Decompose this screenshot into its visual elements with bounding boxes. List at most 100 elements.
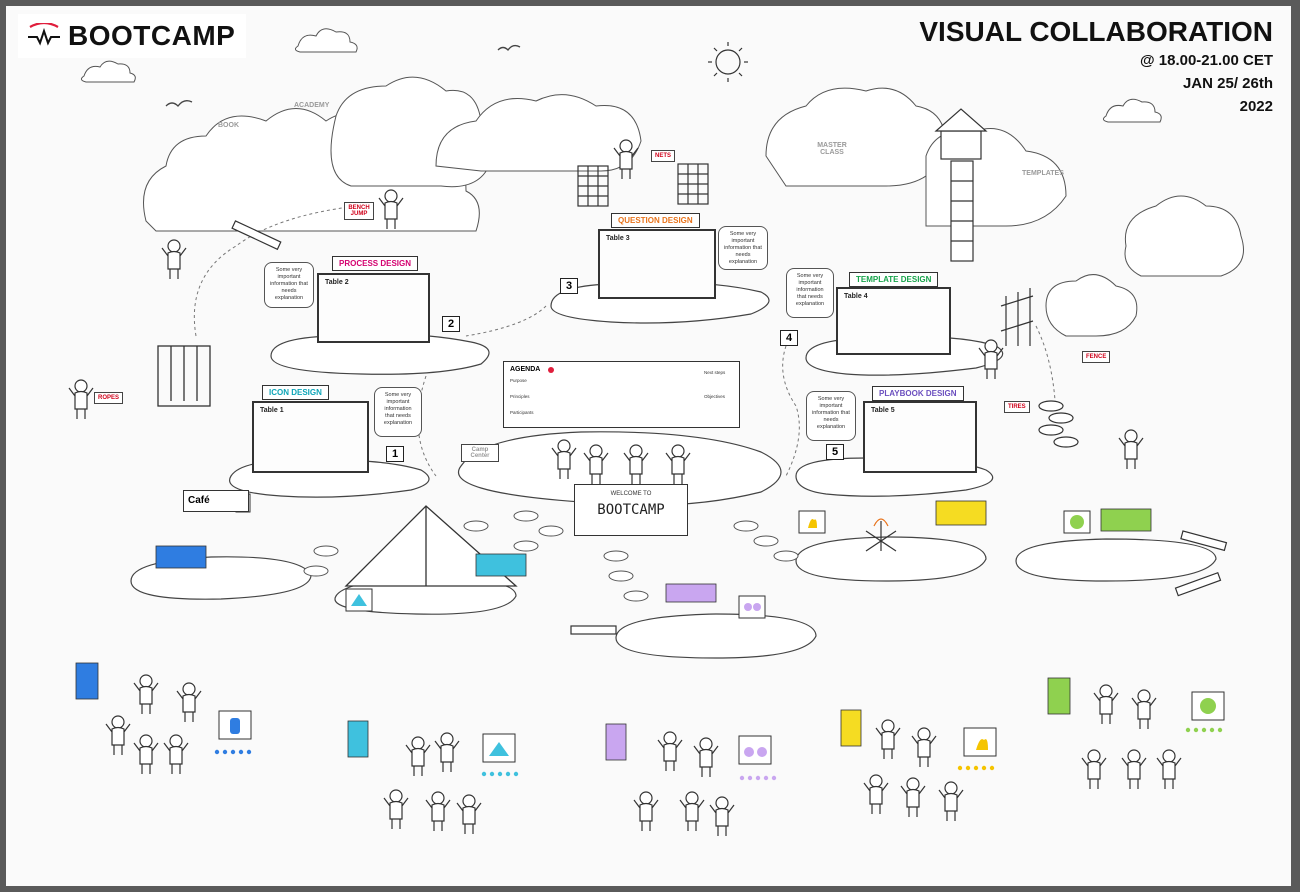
person-figure [900, 777, 926, 817]
whiteboard-canvas[interactable]: BOOTCAMP VISUAL COLLABORATION @ 18.00-21… [6, 6, 1291, 886]
tent-icon [344, 505, 518, 587]
agenda-item: Objectives [704, 394, 726, 399]
area-templates: TEMPLATES [1022, 170, 1064, 177]
insight-board-cyan [347, 720, 369, 758]
person-figure [456, 794, 482, 834]
person-figure [176, 682, 202, 722]
sign-bench-jump: BENCH JUMP [344, 202, 374, 220]
person-figure [133, 674, 159, 714]
sign-fence: FENCE [1082, 351, 1111, 363]
person-figure [405, 736, 431, 776]
person-figure [623, 444, 649, 484]
event-year: 2022 [1239, 98, 1273, 115]
info-bubble: Some very important information that nee… [374, 387, 422, 437]
sign-camp-center: Camp Center [461, 444, 499, 462]
person-figure [551, 439, 577, 479]
tag-playbook-design: PLAYBOOK DESIGN [872, 386, 964, 401]
person-figure [613, 139, 639, 179]
welcome-sign: WELCOME TO BOOTCAMP [574, 484, 688, 536]
tent-icon [489, 742, 509, 756]
welcome-big-text: BOOTCAMP [597, 502, 665, 518]
tag-template-design: TEMPLATE DESIGN [849, 272, 939, 287]
agenda-item: Participants [510, 410, 534, 415]
person-figure [383, 789, 409, 829]
cloud-icon [1102, 98, 1162, 123]
person-figure [161, 239, 187, 279]
person-figure [709, 796, 735, 836]
event-time: @ 18.00-21.00 CET [1139, 52, 1273, 69]
person-figure [679, 791, 705, 831]
table-label: Table 5 [871, 407, 895, 414]
cloud-icon [80, 60, 136, 83]
person-figure [68, 379, 94, 419]
info-bubble: Some very important information that nee… [264, 262, 314, 308]
person-figure [978, 339, 1004, 379]
table-3-board[interactable]: Table 3 [598, 229, 716, 299]
person-figure [1093, 684, 1119, 724]
table-label: Table 3 [606, 235, 630, 242]
table-label: Table 2 [325, 279, 349, 286]
person-figure [1121, 749, 1147, 789]
insight-board-purple [605, 723, 627, 761]
agenda-dot [548, 367, 554, 373]
sign-nets: NETS [651, 150, 676, 162]
water-bottle-icon [230, 718, 240, 734]
event-date: JAN 25/ 26th [1182, 75, 1273, 92]
table-5-board[interactable]: Table 5 [863, 401, 977, 473]
sign-ropes: ROPES [94, 392, 124, 404]
info-bubble: Some very important information that nee… [806, 391, 856, 441]
person-figure [434, 732, 460, 772]
person-figure [938, 781, 964, 821]
insight-board-blue [75, 662, 99, 700]
person-figure [1156, 749, 1182, 789]
info-bubble: Some very important information that nee… [718, 226, 768, 270]
event-info: VISUAL COLLABORATION @ 18.00-21.00 CET J… [919, 16, 1273, 115]
person-figure [657, 731, 683, 771]
table-1-board[interactable]: Table 1 [252, 401, 369, 473]
table-number-sign: 5 [826, 444, 844, 460]
person-figure [911, 727, 937, 767]
person-figure [1118, 429, 1144, 469]
agenda-title: AGENDA [510, 366, 541, 373]
table-number-sign: 3 [560, 278, 578, 294]
table-label: Table 1 [260, 407, 284, 414]
person-figure [378, 189, 404, 229]
tag-process-design: PROCESS DESIGN [332, 256, 419, 271]
agenda-item: Purpose [510, 378, 527, 383]
area-academy: ACADEMY [294, 102, 330, 109]
table-number-sign: 4 [780, 330, 798, 346]
welcome-small-text: WELCOME TO [610, 491, 652, 497]
person-figure [1081, 749, 1107, 789]
person-figure [1131, 689, 1157, 729]
person-figure [163, 734, 189, 774]
person-figure [105, 715, 131, 755]
bird-icon [497, 44, 521, 52]
tag-icon-design: ICON DESIGN [262, 385, 329, 400]
person-figure [633, 791, 659, 831]
bird-icon [165, 100, 193, 107]
bootcamp-logo-icon [28, 23, 60, 46]
cloud-icon [294, 28, 358, 53]
person-figure [583, 444, 609, 484]
page-title: VISUAL COLLABORATION [919, 16, 1273, 47]
sign-cafe: Café [183, 490, 249, 512]
campfire-icon [976, 739, 988, 750]
insight-board-green [1047, 677, 1071, 715]
area-book: BOOK [218, 122, 239, 129]
scene-illustration [68, 28, 1244, 836]
person-figure [693, 737, 719, 777]
sign-tires: TIRES [1004, 401, 1030, 413]
table-2-board[interactable]: Table 2 [317, 273, 430, 343]
table-number-sign: 1 [386, 446, 404, 462]
binoculars-icon [744, 747, 767, 757]
tag-question-design: QUESTION DESIGN [611, 213, 700, 228]
table-4-board[interactable]: Table 4 [836, 287, 951, 355]
person-figure [863, 774, 889, 814]
person-figure [133, 734, 159, 774]
agenda-board[interactable]: AGENDA Purpose Principles Participants N… [503, 361, 740, 428]
area-master-class: MASTER CLASS [817, 142, 847, 156]
person-figure [665, 444, 691, 484]
insight-board-yellow [840, 709, 862, 747]
agenda-item: Principles [510, 394, 530, 399]
info-bubble: Some very important information that nee… [786, 268, 834, 318]
